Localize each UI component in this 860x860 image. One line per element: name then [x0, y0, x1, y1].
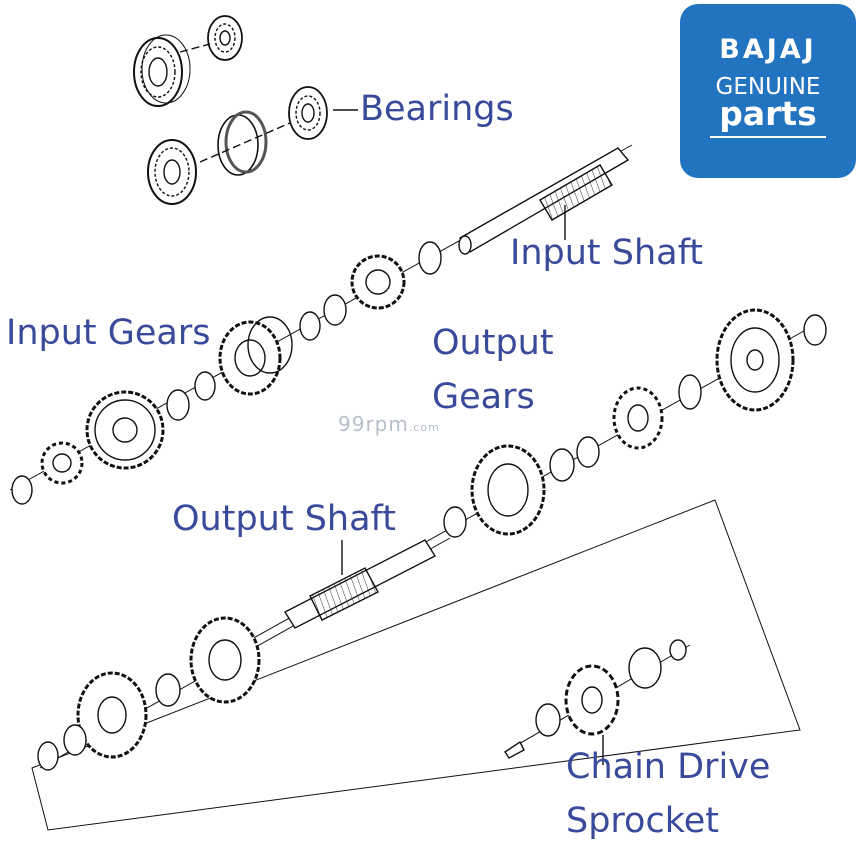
input-gear-small — [40, 441, 84, 485]
input-gear-middle — [218, 316, 293, 396]
chain-sprocket — [564, 664, 620, 736]
output-shaft — [284, 539, 436, 629]
bajaj-genuine-parts-logo: BAJAJ GENUINE parts — [680, 4, 856, 178]
label-chain-drive-line2: Sprocket — [566, 801, 719, 841]
bearing-race — [217, 110, 268, 176]
output-shaft-washers — [37, 673, 181, 771]
output-gear-mid — [470, 444, 546, 536]
output-gear-small — [612, 386, 664, 450]
bearing-top-left — [133, 34, 191, 107]
logo-parts: parts — [719, 94, 817, 133]
input-gear-large — [85, 390, 165, 470]
logo-genuine: GENUINE — [715, 74, 821, 100]
bearing-small-top — [207, 15, 243, 61]
label-bearings: Bearings — [360, 89, 514, 129]
label-input-gears: Input Gears — [6, 313, 211, 353]
output-gear-large — [715, 308, 795, 412]
label-chain-drive-line1: Chain Drive — [566, 747, 771, 787]
output-shaft-gear-large — [189, 616, 261, 704]
watermark-main: 99rpm — [338, 412, 409, 436]
logo-brand: BAJAJ — [719, 34, 817, 65]
label-output-gears-line1: Output — [432, 323, 554, 363]
watermark-suffix: .com — [408, 421, 440, 434]
bearing-right — [288, 86, 328, 140]
sprocket-parts — [504, 639, 687, 759]
input-washers — [11, 241, 442, 505]
bearing-bottom-left — [147, 139, 197, 205]
label-output-gears-line2: Gears — [432, 377, 535, 417]
logo-underline — [710, 136, 826, 138]
label-output-shaft: Output Shaft — [172, 499, 396, 539]
input-gear-right — [350, 254, 406, 310]
output-shaft-gear-left — [76, 671, 148, 759]
output-washers — [443, 314, 827, 538]
label-input-shaft: Input Shaft — [510, 233, 704, 273]
watermark: 99rpm.com — [338, 412, 440, 436]
input-shaft — [458, 147, 630, 255]
